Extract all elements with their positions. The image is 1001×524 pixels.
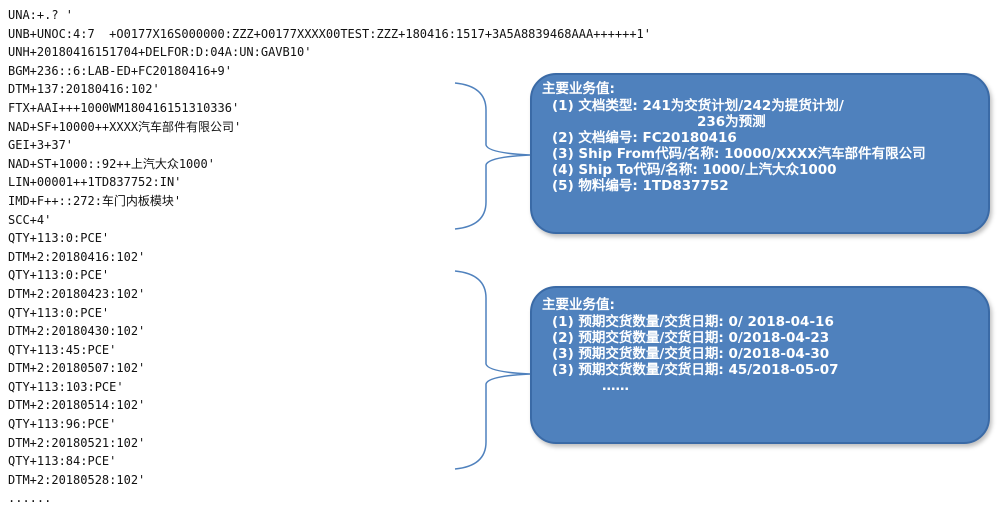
callout-item-delivery-1: (1) 预期交货数量/交货日期: 0/ 2018-04-16 [552,314,834,330]
edi-segment-line: DTM+2:20180528:102' [8,472,146,487]
edi-segment-line: QTY+113:0:PCE' [8,268,110,283]
edi-segment-line: DTM+2:20180416:102' [8,249,146,264]
edi-segment-line: ...... [8,491,52,506]
callout-item-doc-number: (2) 文档编号: FC20180416 [552,130,737,146]
edi-segment-line: IMD+F++::272:车门内板模块' [8,193,182,208]
edi-segment-line: QTY+113:0:PCE' [8,305,110,320]
edi-segment-line: DTM+2:20180423:102' [8,286,146,301]
edi-message-text: UNA:+.? ' UNB+UNOC:4:7 +O0177X16S000000:Z… [8,6,651,508]
edi-segment-line: QTY+113:45:PCE' [8,342,117,357]
edi-segment-line: QTY+113:0:PCE' [8,231,110,246]
edi-segment-line: SCC+4' [8,212,52,227]
callout-item-ship-from: (3) Ship From代码/名称: 10000/XXXX汽车部件有限公司 [552,146,926,162]
edi-segment-line: LIN+00001++1TD837752:IN' [8,175,182,190]
edi-segment-line: DTM+2:20180514:102' [8,398,146,413]
callout-item-delivery-3: (3) 预期交货数量/交货日期: 0/2018-04-30 [552,346,830,362]
edi-segment-line: UNA:+.? ' [8,8,74,22]
edi-segment-line: GEI+3+37' [8,138,74,153]
edi-segment-line: BGM+236::6:LAB-ED+FC20180416+9' [8,63,232,78]
callout-item-delivery-2: (2) 预期交货数量/交货日期: 0/2018-04-23 [552,330,830,346]
edi-segment-line: UNH+20180416151704+DELFOR:D:04A:UN:GAVB1… [8,45,312,60]
edi-segment-line: DTM+137:20180416:102' [8,82,160,97]
callout-item-delivery-4: (3) 预期交货数量/交货日期: 45/2018-05-07 [552,362,839,378]
callout-item-doc-type: (1) 文档类型: 241为交货计划/242为提货计划/ [552,98,844,114]
edi-segment-line: FTX+AAI+++1000WM180416151310336' [8,100,240,115]
callout-title: 主要业务值: [542,81,615,97]
edi-segment-line: NAD+SF+10000++XXXX汽车部件有限公司' [8,119,242,134]
callout-schedule-values: 主要业务值: (1) 预期交货数量/交货日期: 0/ 2018-04-16 (2… [530,286,990,444]
edi-segment-line: QTY+113:96:PCE' [8,417,117,432]
edi-segment-line: QTY+113:84:PCE' [8,454,117,469]
callout-header-values: 主要业务值: (1) 文档类型: 241为交货计划/242为提货计划/ 236为… [530,73,990,234]
edi-segment-line: QTY+113:103:PCE' [8,379,124,394]
edi-segment-line: NAD+ST+1000::92++上汽大众1000' [8,156,215,171]
callout-ellipsis: …… [602,378,629,394]
edi-segment-line: DTM+2:20180430:102' [8,324,146,339]
callout-item-ship-to: (4) Ship To代码/名称: 1000/上汽大众1000 [552,162,837,178]
callout-item-material: (5) 物料编号: 1TD837752 [552,178,729,194]
edi-segment-line: UNB+UNOC:4:7 +O0177X16S000000:ZZZ+O0177X… [8,26,651,41]
callout-title: 主要业务值: [542,297,615,313]
edi-segment-line: DTM+2:20180507:102' [8,361,146,376]
callout-item-doc-type-cont: 236为预测 [697,114,766,130]
edi-segment-line: DTM+2:20180521:102' [8,435,146,450]
